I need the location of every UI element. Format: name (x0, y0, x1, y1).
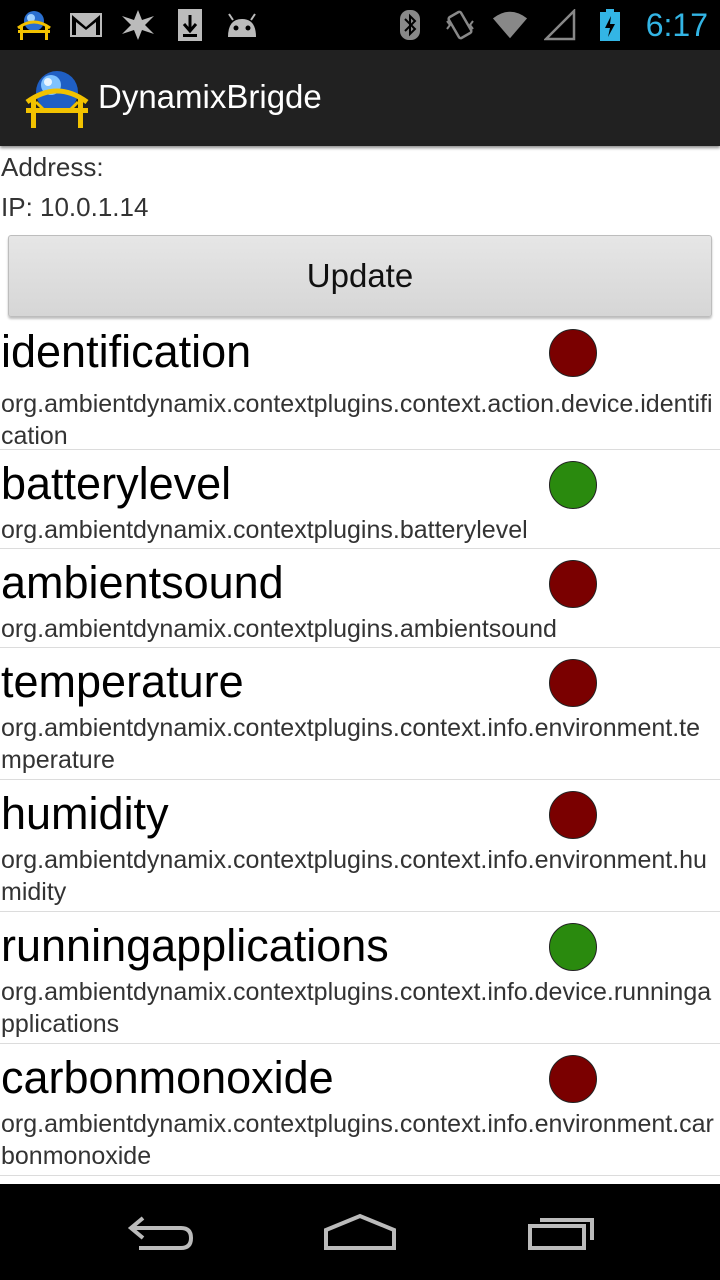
crash-icon (120, 7, 156, 43)
wifi-icon (492, 7, 528, 43)
action-bar: DynamixBrigde (0, 50, 720, 146)
android-icon (224, 7, 260, 43)
vibrate-icon (442, 7, 478, 43)
app-bridge-icon (16, 7, 52, 43)
list-item[interactable]: identification org.ambientdynamix.contex… (0, 318, 720, 450)
list-item[interactable]: ambientsound org.ambientdynamix.contextp… (0, 549, 720, 648)
list-item[interactable]: runningapplications org.ambientdynamix.c… (0, 912, 720, 1044)
status-indicator (549, 461, 597, 509)
status-clock: 6:17 (645, 6, 708, 43)
plugin-name: ambientsound (1, 557, 284, 608)
bridge-globe-logo (24, 66, 90, 132)
plugin-package: org.ambientdynamix.contextplugins.contex… (1, 390, 713, 450)
plugin-name: temperature (1, 656, 244, 707)
status-indicator (549, 659, 597, 707)
list-item[interactable]: batterylevel org.ambientdynamix.contextp… (0, 450, 720, 549)
plugin-name: identification (1, 326, 252, 377)
home-icon[interactable] (310, 1204, 410, 1260)
status-indicator (549, 329, 597, 377)
battery-icon (592, 7, 628, 43)
status-bar: 6:17 (0, 0, 720, 50)
list-item[interactable]: temperature org.ambientdynamix.contextpl… (0, 648, 720, 780)
plugin-package: org.ambientdynamix.contextplugins.contex… (1, 714, 700, 774)
address-label: Address: (1, 152, 104, 182)
list-item[interactable]: humidity org.ambientdynamix.contextplugi… (0, 780, 720, 912)
plugin-list: identification org.ambientdynamix.contex… (0, 318, 720, 1176)
plugin-package: org.ambientdynamix.contextplugins.contex… (1, 978, 712, 1038)
plugin-package: org.ambientdynamix.contextplugins.contex… (1, 1110, 714, 1170)
back-icon[interactable] (110, 1204, 210, 1260)
status-indicator (549, 560, 597, 608)
app-title: DynamixBrigde (98, 78, 322, 115)
recent-apps-icon[interactable] (512, 1204, 612, 1260)
plugin-package: org.ambientdynamix.contextplugins.ambien… (1, 615, 557, 643)
bluetooth-icon (392, 7, 428, 43)
plugin-package: org.ambientdynamix.contextplugins.batter… (1, 516, 528, 544)
ip-label: IP: 10.0.1.14 (1, 192, 149, 222)
plugin-name: humidity (1, 788, 169, 839)
plugin-name: batterylevel (1, 458, 232, 509)
status-indicator (549, 1055, 597, 1103)
plugin-name: runningapplications (1, 920, 389, 971)
plugin-name: carbonmonoxide (1, 1052, 334, 1103)
status-indicator (549, 791, 597, 839)
navigation-bar (0, 1184, 720, 1280)
list-item[interactable]: carbonmonoxide org.ambientdynamix.contex… (0, 1044, 720, 1176)
gmail-icon (68, 7, 104, 43)
update-button[interactable]: Update (8, 235, 712, 317)
status-indicator (549, 923, 597, 971)
plugin-package: org.ambientdynamix.contextplugins.contex… (1, 846, 707, 906)
download-icon (172, 7, 208, 43)
signal-icon (542, 7, 578, 43)
